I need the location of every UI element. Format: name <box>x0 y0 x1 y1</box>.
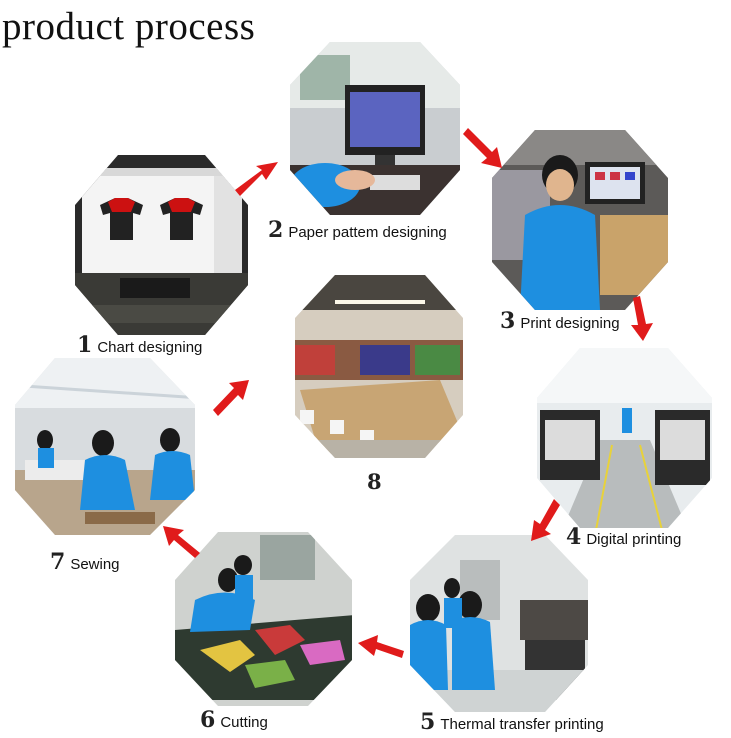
step-label-print-designing: 3 Print designing <box>500 308 620 334</box>
step-number: 1 <box>77 332 93 358</box>
arrow-7-to-8 <box>213 380 249 416</box>
step-number-showroom: 8 <box>367 469 382 494</box>
photo-chart-designing <box>75 155 248 335</box>
step-number: 7 <box>50 549 66 575</box>
step-text: Paper pattem designing <box>288 224 447 241</box>
step-label-sewing: 7 Sewing <box>50 549 120 575</box>
arrow-4-to-5 <box>531 499 560 541</box>
step-label-paper-pattern-designing: 2 Paper pattem designing <box>268 217 447 243</box>
step-label-thermal-transfer-printing: 5 Thermal transfer printing <box>420 709 604 735</box>
step-label-digital-printing: 4 Digital printing <box>566 524 681 550</box>
step-text: Digital printing <box>586 531 682 548</box>
step-number: 6 <box>200 707 216 733</box>
photo-cutting <box>175 532 352 706</box>
step-number: 5 <box>420 709 436 735</box>
arrow-3-to-4 <box>631 296 653 341</box>
page-title: product process <box>2 5 256 48</box>
arrow-6-to-7 <box>163 526 200 558</box>
process-arrows <box>163 128 653 658</box>
step-label-cutting: 6 Cutting <box>200 707 268 733</box>
arrow-2-to-3 <box>463 128 502 168</box>
photo-sewing <box>15 358 195 535</box>
photo-showroom <box>295 275 463 458</box>
arrow-1-to-2 <box>235 162 278 196</box>
step-number: 2 <box>268 217 284 243</box>
photo-paper-pattern-designing <box>290 42 460 215</box>
photo-digital-printing <box>537 348 712 528</box>
step-label-chart-designing: 1 Chart designing <box>77 332 202 358</box>
step-number: 4 <box>566 524 582 550</box>
step-text: Chart designing <box>97 339 203 356</box>
step-number: 3 <box>500 308 516 334</box>
step-text: Sewing <box>70 556 120 573</box>
step-text: Cutting <box>220 714 268 731</box>
photo-thermal-transfer-printing <box>410 535 588 712</box>
photo-print-designing <box>492 130 668 310</box>
step-text: Thermal transfer printing <box>440 716 604 733</box>
step-text: Print designing <box>520 315 620 332</box>
arrow-5-to-6 <box>358 635 404 658</box>
